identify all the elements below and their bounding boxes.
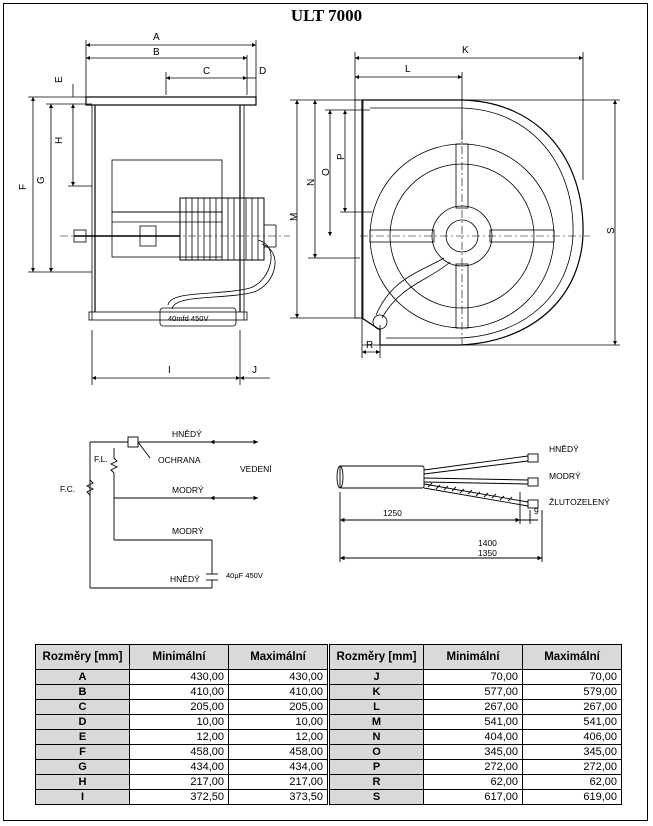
wiring-diagram [85,436,258,589]
wire-label-modry-2: MODRÝ [172,526,204,536]
capacitor-label: 40mfd 450V [168,314,208,323]
dim-1350: 1350 [478,548,497,558]
dim-1250: 1250 [383,508,402,518]
front-view-labels: K L M N O P R S [289,45,617,351]
document-title: ULT 7000 [290,6,363,25]
wire-label-modry: MODRÝ [172,485,204,495]
wire-label-hnedy-2: HNĚDÝ [170,574,200,584]
cable-labels: HNĚDÝ MODRÝ ŽLUTOZELENÝ 1250 9 1400 1350 [383,444,610,558]
dim-9: 9 [534,506,539,516]
svg-text:K: K [462,45,469,56]
svg-text:J: J [252,365,257,376]
cable-label-modry: MODRÝ [549,471,581,481]
label-vedeni: VEDENÍ [240,464,272,474]
side-view [28,40,290,385]
svg-text:F: F [18,184,29,190]
svg-text:E: E [54,76,65,83]
svg-text:S: S [606,227,617,234]
label-fc: F.C. [60,484,75,494]
header-minimum: Minimální [129,644,229,670]
svg-text:H: H [54,137,65,144]
header-maximum: Maximální [228,644,328,670]
wiring-labels: HNĚDÝ F.L. OCHRANA VEDENÍ F.C. MODRÝ MOD… [60,429,272,584]
svg-text:O: O [321,168,332,176]
header-dimensions: Rozměry [mm] [329,644,424,670]
svg-text:C: C [203,66,210,77]
cable-label-hnedy: HNĚDÝ [549,444,579,454]
svg-text:L: L [405,64,411,75]
label-ochrana: OCHRANA [158,455,201,465]
svg-text:I: I [168,365,171,376]
svg-text:B: B [153,47,160,58]
dim-1400: 1400 [478,538,497,548]
label-fl: F.L. [94,454,108,464]
svg-text:D: D [259,66,266,77]
svg-text:P: P [336,153,347,160]
svg-text:G: G [36,176,47,184]
svg-text:N: N [306,179,317,186]
header-minimum: Minimální [423,644,523,670]
wire-label-hnedy: HNĚDÝ [172,429,202,439]
header-dimensions: Rozměry [mm] [35,644,130,670]
cable-diagram [336,453,543,562]
svg-text:R: R [366,340,373,351]
svg-text:M: M [289,213,300,221]
header-maximum: Maximální [522,644,622,670]
side-view-labels: A B C D E F G H I J 40mfd 450V [18,32,266,376]
front-view [290,52,620,358]
cable-label-zlutozeleny: ŽLUTOZELENÝ [549,497,610,507]
page-frame [3,3,648,821]
svg-text:A: A [153,32,160,43]
capacitor-spec: 40μF 450V [226,571,263,580]
